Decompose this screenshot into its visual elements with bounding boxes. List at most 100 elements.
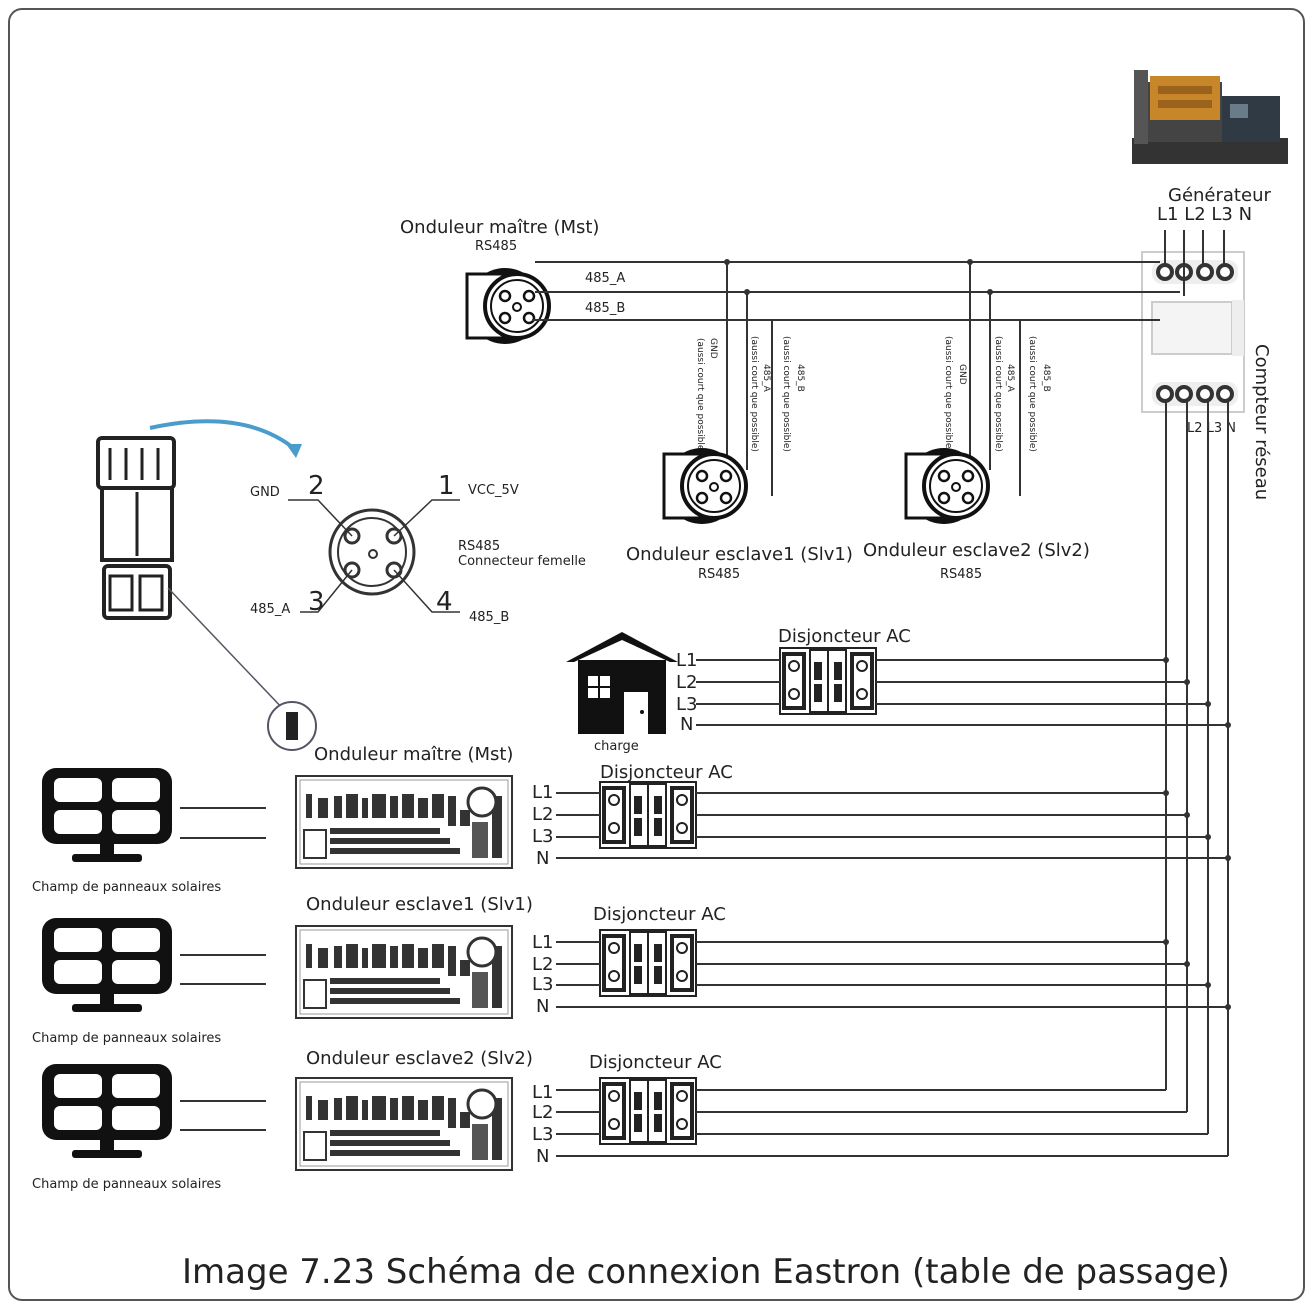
row2-l3: L3 — [532, 974, 553, 995]
row3-l1: L1 — [532, 1082, 553, 1103]
row1-wires — [556, 792, 1228, 859]
pin-a-label: 485_A — [250, 602, 290, 617]
pin-3-label: 3 — [308, 587, 325, 617]
house-icon — [566, 632, 678, 734]
slave2-gnd-label: GND — [957, 364, 967, 385]
bus-junctions — [724, 259, 993, 295]
row1-l2: L2 — [532, 804, 553, 825]
master-rs485-connector — [465, 266, 551, 346]
slave2-rs485-title: Onduleur esclave2 (Slv2) — [863, 540, 1090, 561]
slave1-gnd-label: GND — [708, 338, 718, 359]
generator-label: Générateur — [1168, 185, 1271, 206]
energy-meter — [1141, 251, 1245, 413]
slave1-b-note: (aussi court que possible) — [781, 336, 791, 452]
pin-1-label: 1 — [438, 471, 455, 501]
breaker-label-1: Disjoncteur AC — [600, 762, 733, 783]
slave2-rs485-connector — [904, 446, 990, 526]
row1-junctions — [1163, 790, 1231, 861]
load-n: N — [680, 714, 693, 735]
pinout-connector — [328, 508, 416, 596]
master-rs485-sub: RS485 — [475, 239, 517, 254]
row1-l3: L3 — [532, 826, 553, 847]
bus-label-b: 485_B — [585, 301, 625, 316]
inverter-title-2: Onduleur esclave1 (Slv1) — [306, 894, 533, 915]
slave1-rs485-title: Onduleur esclave1 (Slv1) — [626, 544, 853, 565]
generator-terminals: L1 L2 L3 N — [1157, 204, 1252, 225]
generator-wires — [1164, 230, 1225, 296]
diagram-frame — [8, 8, 1305, 1301]
solar-panel-2 — [42, 918, 172, 1012]
breaker-label-3: Disjoncteur AC — [589, 1052, 722, 1073]
load-breaker — [778, 646, 878, 716]
slave1-gnd-note: (aussi court que possible) — [695, 338, 705, 454]
slave2-rs485-sub: RS485 — [940, 567, 982, 582]
solar-panel-1 — [42, 768, 172, 862]
breaker-3 — [598, 1076, 698, 1146]
pin-gnd-label: GND — [250, 485, 280, 500]
breaker-1 — [598, 780, 698, 850]
plug-callout-icon — [286, 712, 298, 740]
meter-bottom-terminals: L2 L3 N — [1187, 421, 1236, 436]
detail-arrow — [149, 419, 298, 452]
generator-icon — [1132, 70, 1288, 164]
slave1-a-label: 485_A — [761, 364, 771, 393]
meter-label: Compteur réseau — [1251, 344, 1272, 500]
load-junctions — [1163, 657, 1231, 728]
load-l2: L2 — [676, 672, 697, 693]
plug-callout-line — [167, 587, 287, 713]
bus-label-a: 485_A — [585, 271, 625, 286]
inverter-title-3: Onduleur esclave2 (Slv2) — [306, 1048, 533, 1069]
load-label: charge — [594, 739, 639, 754]
pv-wires-3 — [180, 1100, 266, 1131]
master-rs485-title: Onduleur maître (Mst) — [400, 217, 599, 238]
solar-panel-3 — [42, 1064, 172, 1158]
row2-n: N — [536, 996, 549, 1017]
pinout-leaders — [288, 499, 460, 613]
row3-n: N — [536, 1146, 549, 1167]
pin-2-label: 2 — [308, 471, 325, 501]
detail-arrowhead — [286, 444, 302, 458]
slave1-rs485-connector — [662, 446, 748, 526]
row2-junctions — [1163, 939, 1231, 1010]
load-l1: L1 — [676, 650, 697, 671]
inverter-1 — [294, 774, 514, 870]
ac-bus-verticals — [1165, 402, 1229, 1156]
slave1-rs485-sub: RS485 — [698, 567, 740, 582]
slave1-a-note: (aussi court que possible) — [749, 336, 759, 452]
load-wires — [696, 659, 1228, 726]
pv-wires-1 — [180, 807, 266, 839]
row2-wires — [556, 941, 1228, 1008]
solar-label-1: Champ de panneaux solaires — [32, 880, 221, 895]
inverter-2 — [294, 924, 514, 1020]
rs485-bus — [532, 261, 1180, 496]
slave2-b-note: (aussi court que possible) — [1027, 336, 1037, 452]
solar-label-2: Champ de panneaux solaires — [32, 1031, 221, 1046]
slave2-b-label: 485_B — [1041, 364, 1051, 392]
pin-b-label: 485_B — [469, 610, 509, 625]
slave2-a-label: 485_A — [1005, 364, 1015, 393]
row3-l2: L2 — [532, 1102, 553, 1123]
load-l3: L3 — [676, 694, 697, 715]
breaker-2 — [598, 928, 698, 998]
row2-l2: L2 — [532, 954, 553, 975]
row1-n: N — [536, 848, 549, 869]
slave1-b-label: 485_B — [795, 364, 805, 392]
connector-desc-1: RS485 — [458, 539, 500, 554]
rs485-plug-icon — [96, 436, 176, 620]
pin-vcc-label: VCC_5V — [468, 483, 519, 498]
row2-l1: L1 — [532, 932, 553, 953]
row1-l1: L1 — [532, 782, 553, 803]
pin-4-label: 4 — [436, 587, 453, 617]
slave2-gnd-note: (aussi court que possible) — [943, 336, 953, 452]
row3-wires — [556, 1089, 1228, 1157]
figure-caption: Image 7.23 Schéma de connexion Eastron (… — [182, 1252, 1230, 1292]
slave2-a-note: (aussi court que possible) — [993, 336, 1003, 452]
breaker-label-2: Disjoncteur AC — [593, 904, 726, 925]
connector-desc-2: Connecteur femelle — [458, 554, 586, 569]
inverter-title-1: Onduleur maître (Mst) — [314, 744, 513, 765]
pv-wires-2 — [180, 954, 266, 985]
solar-label-3: Champ de panneaux solaires — [32, 1177, 221, 1192]
inverter-3 — [294, 1076, 514, 1172]
row3-l3: L3 — [532, 1124, 553, 1145]
